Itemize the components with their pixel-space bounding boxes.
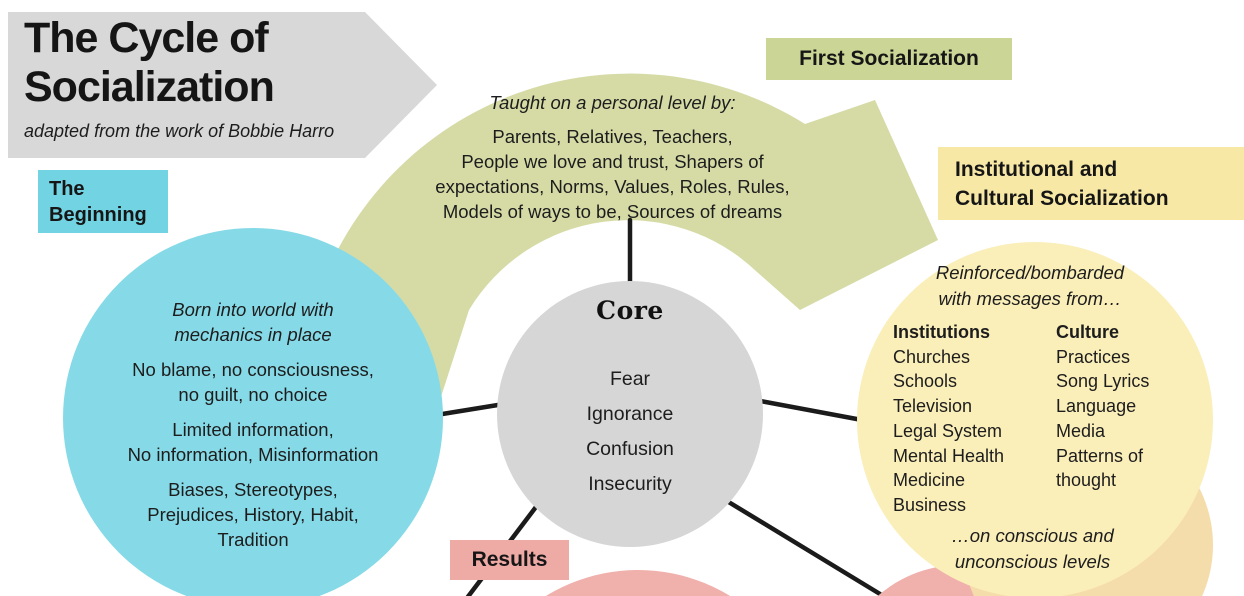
culture-column: Culture Practices Song Lyrics Language M… [1056, 320, 1196, 518]
page-title-line2: Socialization [24, 63, 275, 111]
arc-line: Parents, Relatives, Teachers, [492, 126, 733, 147]
institutional-outro-line2: unconscious levels [954, 551, 1111, 572]
connector-line-bottom-right [719, 495, 883, 596]
banner: The Cycle of Socialization adapted from … [24, 14, 424, 142]
beginning-group3-line2: Prejudices, History, Habit, [147, 504, 359, 525]
list-item: Practices [1056, 346, 1131, 367]
beginning-group1: No blame, no consciousness, no guilt, no… [83, 357, 423, 407]
beginning-group1-line2: no guilt, no choice [178, 384, 328, 405]
institutional-outro: …on conscious and unconscious levels [900, 523, 1165, 575]
beginning-intro-line1: Born into world with [172, 299, 334, 320]
core-item: Confusion [586, 438, 674, 460]
first-socialization-arrow-shape [316, 73, 938, 400]
arc-line: expectations, Norms, Values, Roles, Rule… [435, 176, 790, 197]
core-item: Ignorance [586, 403, 674, 425]
label-institutional-line2: Cultural Socialization [955, 187, 1169, 210]
institutions-header: Institutions [893, 322, 990, 342]
list-item: Song Lyrics [1056, 371, 1150, 392]
beginning-circle-shape [63, 228, 443, 596]
label-institutional-cultural-socialization: Institutional and Cultural Socialization [938, 147, 1244, 220]
core-items: Fear Ignorance Confusion Insecurity [497, 362, 763, 502]
list-item: thought [1056, 470, 1117, 491]
arc-intro: Taught on a personal level by: [489, 92, 736, 113]
page-title-line1: The Cycle of [24, 14, 269, 62]
core-heading: Core [596, 296, 664, 325]
arc-line: Models of ways to be, Sources of dreams [442, 201, 783, 222]
beginning-group3-line1: Biases, Stereotypes, [168, 479, 338, 500]
page-title: The Cycle of Socialization [24, 14, 424, 112]
list-item: Business [893, 494, 967, 515]
list-item: Patterns of [1056, 445, 1144, 466]
label-institutional-line1: Institutional and [955, 158, 1118, 181]
beginning-group2-line1: Limited information, [172, 419, 334, 440]
list-item: Legal System [893, 420, 1003, 441]
beginning-group2-line2: No information, Misinformation [127, 444, 379, 465]
beginning-group2: Limited information, No information, Mis… [83, 417, 423, 467]
label-results: Results [450, 540, 569, 580]
list-item: Television [893, 396, 973, 417]
label-the-beginning: The Beginning [38, 170, 168, 233]
core-circle-shape [497, 281, 763, 547]
list-item: Schools [893, 371, 958, 392]
beginning-group3: Biases, Stereotypes, Prejudices, History… [83, 477, 423, 552]
institutional-intro-line2: with messages from… [938, 288, 1122, 309]
culture-header: Culture [1056, 322, 1119, 342]
list-item: Mental Health [893, 445, 1005, 466]
list-item: Media [1056, 420, 1106, 441]
beginning-intro: Born into world with mechanics in place [83, 297, 423, 347]
banner-arrow-shape [8, 12, 437, 158]
institutions-column: Institutions Churches Schools Television… [893, 320, 1056, 518]
list-item: Medicine [893, 470, 966, 491]
core-item: Fear [609, 368, 651, 390]
beginning-circle-text: Born into world with mechanics in place … [83, 297, 423, 552]
label-the-beginning-line2: Beginning [49, 204, 147, 226]
beginning-intro-line2: mechanics in place [174, 324, 332, 345]
core-item: Insecurity [588, 473, 672, 495]
label-first-socialization: First Socialization [766, 38, 1012, 80]
first-socialization-arc-text: Taught on a personal level by: Parents, … [390, 90, 835, 224]
arc-line: People we love and trust, Shapers of [461, 151, 764, 172]
list-item: Language [1056, 396, 1137, 417]
institutional-intro-line1: Reinforced/bombarded [935, 262, 1125, 283]
institutional-intro: Reinforced/bombarded with messages from… [885, 260, 1175, 312]
institutional-circle-shape [857, 242, 1213, 596]
core-circle-text: Core Fear Ignorance Confusion Insecurity [497, 296, 763, 502]
results-circle-shape [546, 570, 730, 596]
label-the-beginning-line1: The [49, 178, 85, 200]
institutional-columns: Institutions Churches Schools Television… [893, 320, 1196, 518]
connector-line-right [752, 397, 865, 423]
page-subtitle: adapted from the work of Bobbie Harro [24, 121, 335, 141]
connector-line-left [427, 400, 513, 419]
list-item: Churches [893, 346, 971, 367]
institutional-outro-line1: …on conscious and [951, 525, 1114, 546]
beginning-group3-line3: Tradition [217, 529, 289, 550]
beginning-group1-line1: No blame, no consciousness, [132, 359, 374, 380]
